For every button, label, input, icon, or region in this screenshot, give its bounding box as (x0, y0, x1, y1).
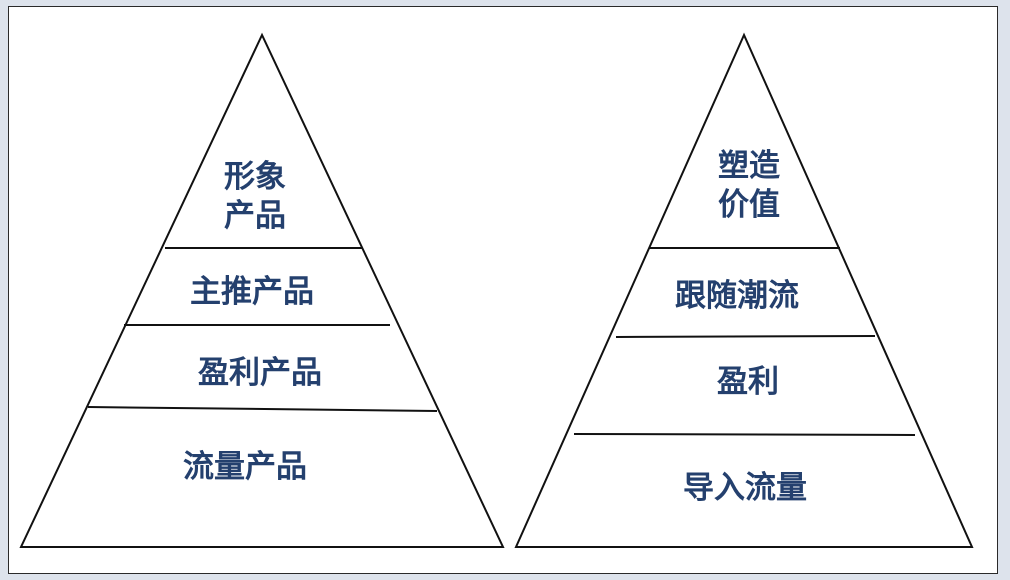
left-level-4-label: 流量产品 (183, 449, 307, 485)
left-pyramid-outline (19, 32, 505, 548)
right-level-2-label: 跟随潮流 (675, 278, 799, 314)
left-level-1-line2: 产品 (224, 198, 286, 234)
left-labels: 形象 产品 主推产品 盈利产品 流量产品 (183, 159, 322, 485)
right-divider-2 (615, 335, 876, 338)
left-divider-3 (87, 406, 438, 412)
right-level-3-label: 盈利 (717, 364, 779, 400)
right-labels: 塑造 价值 跟随潮流 盈利 导入流量 (675, 148, 807, 506)
right-pyramid-outline (514, 32, 974, 548)
left-pyramid (19, 32, 505, 548)
left-level-1-line1: 形象 (224, 159, 286, 195)
right-divider-3 (573, 433, 916, 436)
right-level-1-line2: 价值 (718, 187, 780, 223)
right-level-4-label: 导入流量 (683, 470, 807, 506)
left-level-3-label: 盈利产品 (198, 355, 322, 391)
left-level-2-label: 主推产品 (190, 274, 314, 310)
right-pyramid (514, 32, 974, 548)
diagram-frame (8, 6, 998, 574)
right-level-1-line1: 塑造 (718, 148, 780, 184)
